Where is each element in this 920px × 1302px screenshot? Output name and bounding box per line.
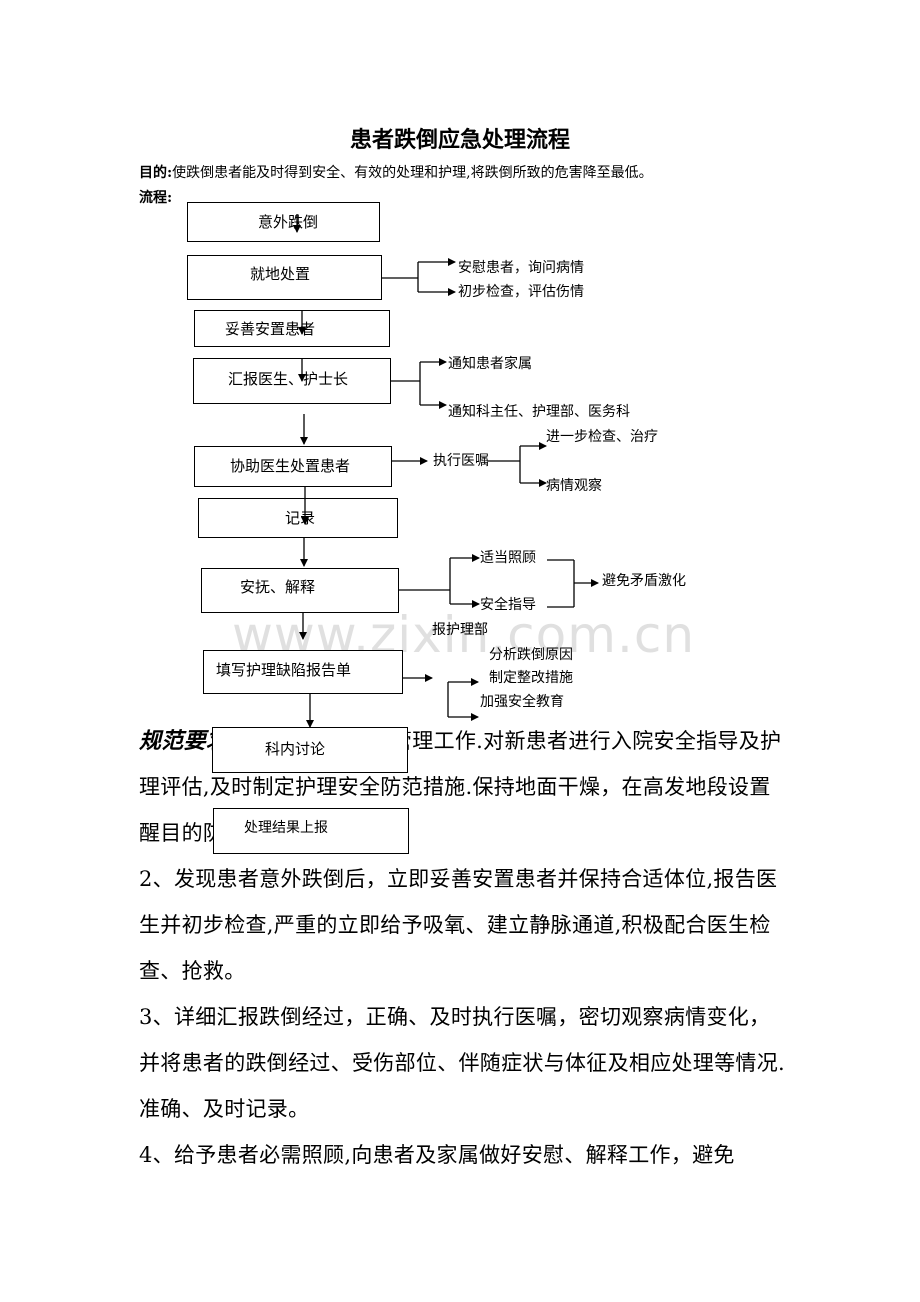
step-label-discussion: 科内讨论 <box>265 740 326 758</box>
step-box-settle: 妥善安置患者 <box>194 310 390 347</box>
step-box-discussion: 科内讨论 <box>212 727 408 773</box>
branch-report-1: 通知患者家属 <box>448 356 532 372</box>
step-box-result-report: 处理结果上报 <box>213 808 409 854</box>
purpose-label: 目的: <box>139 165 173 181</box>
step-label-result-report: 处理结果上报 <box>244 820 328 836</box>
branch-discuss-1: 分析跌倒原因 <box>489 647 573 663</box>
step-label-comfort: 安抚、解释 <box>240 578 316 596</box>
branch-discuss-2: 制定整改措施 <box>489 670 573 686</box>
step-box-comfort: 安抚、解释 <box>201 568 399 613</box>
step-label-settle: 妥善安置患者 <box>225 320 316 338</box>
branch-orders-1: 进一步检查、治疗 <box>546 429 658 445</box>
requirement-paragraph-3: 3、详细汇报跌倒经过，正确、及时执行医嘱，密切观察病情变化，并将患者的跌倒经过、… <box>139 1005 785 1121</box>
step-box-assist: 协助医生处置患者 <box>194 446 392 487</box>
branch-report-2: 通知科主任、护理部、医务科 <box>448 404 630 420</box>
branch-comfort-1: 适当照顾 <box>480 550 536 566</box>
branch-nursing-dept: 报护理部 <box>432 622 488 638</box>
step-box-onsite: 就地处置 <box>187 255 382 300</box>
branch-execute-orders: 执行医嘱 <box>433 453 489 469</box>
flow-label: 流程: <box>139 190 173 206</box>
branch-onsite-1: 安慰患者，询问病情 <box>458 260 584 276</box>
branch-onsite-2: 初步检查，评估伤情 <box>458 284 584 300</box>
branch-discuss-3: 加强安全教育 <box>480 694 564 710</box>
requirement-paragraph-4: 4、给予患者必需照顾,向患者及家属做好安慰、解释工作，避免 <box>139 1143 735 1167</box>
branch-orders-2: 病情观察 <box>546 478 602 494</box>
purpose-line: 目的:使跌倒患者能及时得到安全、有效的处理和护理,将跌倒所致的危害降至最低。 <box>139 162 653 182</box>
branch-comfort-2: 安全指导 <box>480 597 536 613</box>
purpose-text: 使跌倒患者能及时得到安全、有效的处理和护理,将跌倒所致的危害降至最低。 <box>172 165 653 181</box>
step-label-assist: 协助医生处置患者 <box>230 457 351 475</box>
step-label-fall: 意外跌倒 <box>258 213 319 231</box>
requirement-paragraph-2: 2、发现患者意外跌倒后，立即妥善安置患者并保持合适体位,报告医生并初步检查,严重… <box>139 867 778 983</box>
document-title: 患者跌倒应急处理流程 <box>349 127 570 153</box>
step-label-defect-report: 填写护理缺陷报告单 <box>216 661 352 679</box>
branch-comfort-result: 避免矛盾激化 <box>602 573 686 589</box>
step-box-fall: 意外跌倒 <box>187 202 380 242</box>
step-box-report: 汇报医生、护士长 <box>193 358 391 404</box>
step-box-defect-report: 填写护理缺陷报告单 <box>203 650 403 694</box>
step-label-onsite: 就地处置 <box>250 265 311 283</box>
step-label-report: 汇报医生、护士长 <box>228 370 349 388</box>
step-box-record: 记录 <box>198 498 398 538</box>
